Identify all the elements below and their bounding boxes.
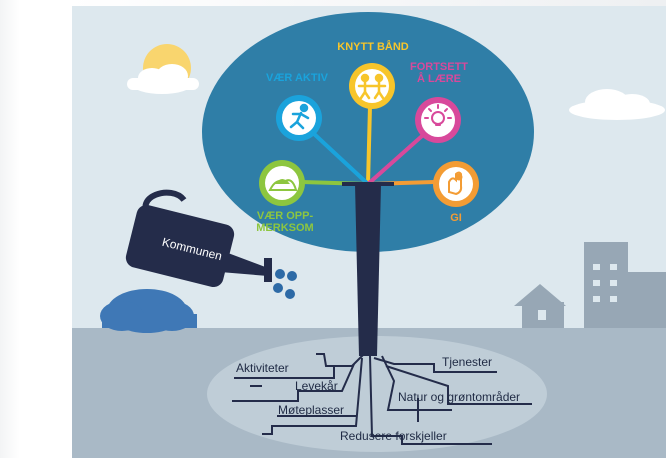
building — [584, 242, 666, 328]
root-label-redusere-forskjeller: Redusere forskjeller — [340, 429, 447, 443]
root-label-levekar: Levekår — [295, 379, 338, 393]
giving-hand-icon — [448, 171, 463, 196]
label-fortsett-a-laere: FORTSETT Å LÆRE — [409, 61, 469, 85]
root-area — [207, 336, 547, 452]
root-label-natur-og-grontomrader: Natur og grøntområder — [398, 390, 521, 404]
illustration-canvas: KNYTT BÅND VÆR AKTIV FORTSETT Å LÆRE VÆR… — [72, 6, 666, 458]
label-knytt-band: KNYTT BÅND — [337, 41, 409, 53]
branch-laere — [366, 134, 424, 186]
icon-laere-circle — [415, 97, 461, 143]
bush — [100, 289, 197, 333]
tree-trunk — [342, 182, 394, 356]
label-gi: GI — [450, 212, 462, 224]
root-label-tjenester: Tjenester — [442, 355, 493, 369]
label-vaer-oppmerksom: VÆR OPP- MERKSOM — [256, 210, 314, 234]
tree-illustration — [72, 6, 666, 458]
people-icon — [357, 73, 387, 100]
branch-aktiv — [310, 130, 370, 186]
landscape-icon — [268, 179, 298, 191]
cloud-right — [569, 89, 665, 120]
icon-gi-circle — [433, 161, 479, 207]
lightbulb-icon — [424, 104, 452, 126]
cloud-left — [127, 64, 199, 94]
house — [514, 284, 566, 328]
label-vaer-aktiv: VÆR AKTIV — [266, 72, 328, 84]
root-label-moteplasser: Møteplasser — [278, 403, 345, 417]
root-label-aktiviteter: Aktiviteter — [236, 361, 289, 375]
watering-can — [125, 189, 297, 299]
tree-roots — [232, 351, 532, 445]
branch-knytt — [366, 104, 372, 186]
running-person-icon — [289, 103, 310, 130]
